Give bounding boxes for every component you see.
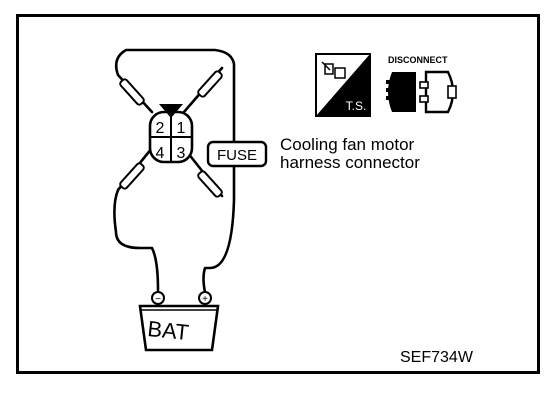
disconnect-icon: DISCONNECT (386, 55, 457, 114)
battery-negative-terminal: − (155, 294, 161, 305)
test-switch-icon: T.S. (315, 53, 371, 117)
connector-label-line1: Cooling fan motor (280, 135, 415, 154)
wire-sleeve-upper-left (119, 78, 145, 106)
wire-sleeve-lower-left (119, 162, 145, 190)
wire-sleeve-lower-right (197, 170, 223, 198)
battery: BAT − + (138, 291, 220, 352)
connector-label-line2: harness connector (280, 153, 420, 172)
diagram-frame (16, 14, 540, 374)
battery-positive-terminal: + (202, 294, 208, 305)
terminal-2: 2 (156, 120, 165, 137)
fuse-label: FUSE (217, 147, 257, 164)
terminal-4: 4 (156, 145, 165, 162)
wire-sleeve-upper-right (197, 70, 223, 98)
terminal-3: 3 (177, 145, 186, 162)
ts-label: T.S. (346, 99, 367, 113)
wire-left-loop (113, 146, 160, 292)
battery-label: BAT (146, 316, 190, 345)
figure-code: SEF734W (400, 349, 474, 366)
terminal-1: 1 (177, 120, 186, 137)
harness-connector: 2 1 4 3 (148, 104, 194, 164)
disconnect-label: DISCONNECT (388, 55, 448, 65)
connector-lock-tab (159, 104, 183, 118)
wire-top-loop (114, 48, 236, 294)
fuse-label-box: FUSE (206, 140, 268, 168)
